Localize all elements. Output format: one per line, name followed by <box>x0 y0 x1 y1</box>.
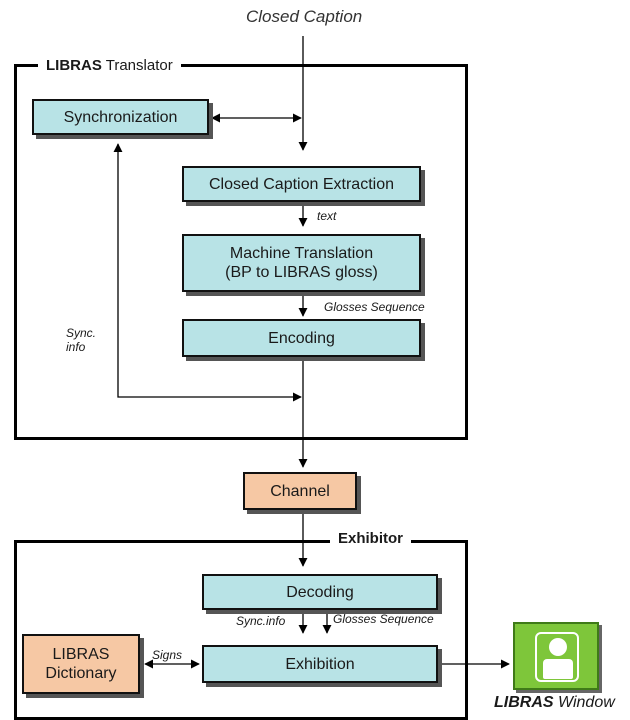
user-body-shape <box>543 659 573 679</box>
dictionary-label-line1: LIBRAS <box>52 646 110 663</box>
extraction-label: Closed Caption Extraction <box>209 175 394 193</box>
sync-info-line1: Sync. <box>66 326 97 340</box>
translator-title-bold: LIBRAS <box>46 57 102 74</box>
translator-title-rest: Translator <box>101 57 173 74</box>
decoding-label: Decoding <box>286 583 354 601</box>
sync-info-lower-label: Sync.info <box>236 614 286 628</box>
libras-translator-title: LIBRAS Translator <box>38 57 181 75</box>
synchronization-box: Synchronization <box>32 99 209 135</box>
encoding-box: Encoding <box>182 319 421 357</box>
glosses-sequence-label: Glosses Sequence <box>324 300 425 314</box>
exhibition-label: Exhibition <box>285 655 355 673</box>
sync-info-label: Sync. info <box>66 326 96 354</box>
closed-caption-label: Closed Caption <box>246 7 363 26</box>
encoding-label: Encoding <box>268 329 335 347</box>
exhibitor-title: Exhibitor <box>330 530 412 548</box>
mt-label-line2: (BP to LIBRAS gloss) <box>225 264 378 281</box>
glosses-sequence-lower-label: Glosses Sequence <box>333 612 434 626</box>
user-head-shape <box>549 638 567 656</box>
synchronization-label: Synchronization <box>63 108 178 126</box>
user-window-icon <box>513 622 599 690</box>
user-frame <box>535 632 579 682</box>
window-caption-rest: Window <box>553 694 615 711</box>
channel-box: Channel <box>243 472 357 510</box>
sync-info-line <box>113 143 302 402</box>
libras-window-caption: LIBRAS Window <box>494 694 615 712</box>
exhibitor-title-text: Exhibitor <box>338 530 404 547</box>
dictionary-label-line2: Dictionary <box>45 665 117 682</box>
exhibition-box: Exhibition <box>202 645 438 683</box>
libras-dictionary-box: LIBRAS Dictionary <box>22 634 140 694</box>
text-label: text <box>317 209 337 223</box>
libras-translator-frame <box>14 64 468 440</box>
mt-label-line1: Machine Translation <box>229 245 374 262</box>
signs-label: Signs <box>152 648 183 662</box>
sync-info-line2: info <box>66 340 86 354</box>
machine-translation-box: Machine Translation (BP to LIBRAS gloss) <box>182 234 421 292</box>
decoding-box: Decoding <box>202 574 438 610</box>
closed-caption-extraction-box: Closed Caption Extraction <box>182 166 421 202</box>
channel-label: Channel <box>270 482 330 500</box>
window-caption-bold: LIBRAS <box>494 694 554 711</box>
